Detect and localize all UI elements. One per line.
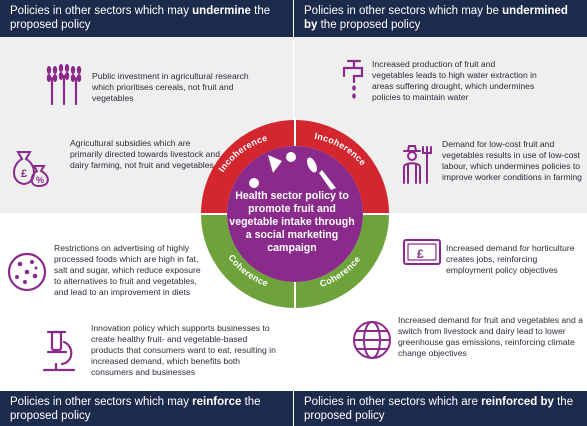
item-agricultural-research: Public investment in agricultural resear… (92, 71, 249, 103)
item-horticulture-jobs: Increased demand for horticulture create… (446, 243, 575, 275)
item-advertising-restrictions: Restrictions on advertising of highly pr… (54, 243, 201, 297)
item-water-extraction: Increased production of fruit and vegeta… (372, 59, 537, 102)
money-bags-icon: £ % (13, 151, 49, 188)
svg-text:%: % (36, 175, 44, 185)
banner-undermined-by: Policies in other sectors which may be u… (294, 0, 587, 37)
microscope-icon (42, 330, 76, 372)
farmer-icon (403, 145, 432, 184)
banner-undermine: Policies in other sectors which may unde… (0, 0, 293, 37)
produce-icons (249, 152, 336, 190)
item-innovation-policy: Innovation policy which supports busines… (91, 323, 276, 377)
wheat-icon (46, 64, 82, 106)
svg-text:£: £ (21, 168, 27, 180)
center-policy-text: Health sector policy to promote fruit an… (229, 190, 355, 254)
globe-icon (353, 321, 391, 359)
banner-reinforce: Policies in other sectors which may rein… (0, 391, 293, 426)
banknote-icon: £ (403, 239, 441, 265)
water-tap-icon (342, 59, 364, 99)
coherence-ring-segment (201, 214, 389, 308)
incoherence-ring-segment (201, 120, 389, 214)
svg-text:£: £ (417, 247, 424, 261)
item-low-cost-labour: Demand for low-cost fruit and vegetables… (442, 139, 582, 182)
item-greenhouse-emissions: Increased demand for fruit and vegetable… (398, 315, 583, 358)
banner-reinforced-by: Policies in other sectors which are rein… (294, 391, 587, 426)
cookie-icon (7, 252, 47, 292)
item-agricultural-subsidies: Agricultural subsidies which are primari… (70, 138, 220, 170)
